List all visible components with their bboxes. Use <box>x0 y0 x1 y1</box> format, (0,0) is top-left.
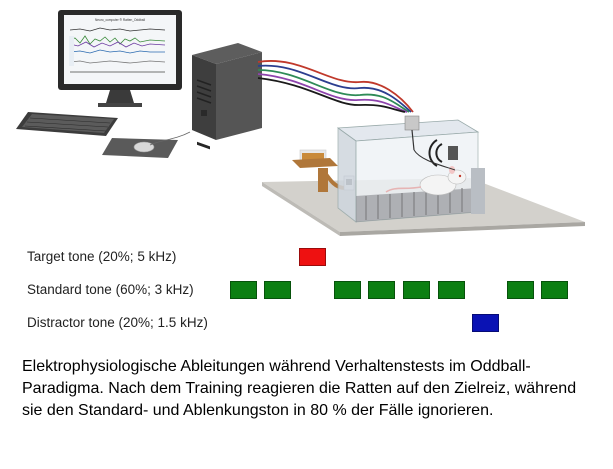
distractor-tone-label: Distractor tone (20%; 1.5 kHz) <box>27 315 208 330</box>
experimental-setup-illustration: Neuro_computer ® Ratten_Oddball <box>16 10 585 236</box>
rat <box>385 149 467 196</box>
standard-tone-label: Standard tone (60%; 3 kHz) <box>27 282 194 297</box>
mouse-pad <box>102 131 191 158</box>
mouse <box>133 141 155 153</box>
monitor: Neuro_computer ® Ratten_Oddball <box>58 10 182 107</box>
recording-cables <box>257 60 414 113</box>
target-tone-label: Target tone (20%; 5 kHz) <box>27 249 177 264</box>
standard-tone-block <box>541 281 568 299</box>
speaker-icon <box>428 139 458 167</box>
screen-signal-traces <box>69 27 166 73</box>
target-tone-block <box>299 248 326 266</box>
distractor-tone-block <box>472 314 499 332</box>
standard-tone-block <box>230 281 257 299</box>
computer-tower <box>192 43 262 150</box>
standard-tone-block <box>264 281 291 299</box>
keyboard <box>16 112 118 136</box>
figure-caption: Elektrophysiologische Ableitungen währen… <box>22 358 577 419</box>
standard-tone-block <box>438 281 465 299</box>
standard-tone-block <box>507 281 534 299</box>
standard-tone-block <box>334 281 361 299</box>
operant-chamber <box>336 115 485 223</box>
standard-tone-block <box>368 281 395 299</box>
screen-title: Neuro_computer ® Ratten_Oddball <box>95 18 145 22</box>
standard-tone-block <box>403 281 430 299</box>
